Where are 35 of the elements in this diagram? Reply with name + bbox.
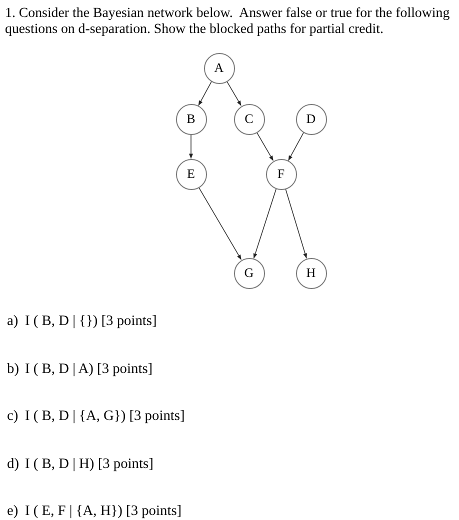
node-label: C <box>244 112 254 126</box>
question-statement: I ( E, F | {A, H}) [3 points] <box>25 503 182 520</box>
arrow <box>189 134 193 159</box>
arrow <box>198 81 212 106</box>
arrow <box>288 132 304 161</box>
node-label: B <box>186 112 196 126</box>
question-letter: a) <box>7 313 18 329</box>
node-circle <box>296 258 326 288</box>
node-label: A <box>214 61 224 75</box>
arrow <box>285 188 308 259</box>
node-circle <box>234 258 264 288</box>
arrow <box>226 81 242 106</box>
arrow <box>256 132 274 161</box>
question-statement: I ( B, D | A) [3 points] <box>25 360 153 377</box>
question-letter: c) <box>7 408 18 424</box>
question-statement: I ( B, D | {A, G}) [3 points] <box>25 408 185 424</box>
question-letter: b) <box>7 360 19 377</box>
node-label: D <box>306 112 316 126</box>
node-circle <box>266 158 296 190</box>
question-text: 1. Consider the Bayesian network below. Answer false or true for the following questions on d-separation. Show the blocked paths for partial credit. <box>5 6 451 38</box>
node-circle <box>234 104 264 134</box>
question-statement: I ( B, D | H) [3 points] <box>25 456 154 472</box>
node-label: E <box>187 167 195 181</box>
arrow <box>198 187 242 260</box>
node-circle <box>296 104 326 134</box>
question-letter: e) <box>7 503 18 520</box>
question-statement: I ( B, D | {}) [3 points] <box>25 313 157 329</box>
arrow <box>253 188 277 259</box>
node-label: G <box>244 266 254 280</box>
node-circle <box>176 158 206 190</box>
node-label: H <box>306 266 316 280</box>
node-circle <box>176 104 206 134</box>
node-label: F <box>277 167 285 181</box>
question-letter: d) <box>7 456 19 472</box>
node-circle <box>204 52 234 84</box>
